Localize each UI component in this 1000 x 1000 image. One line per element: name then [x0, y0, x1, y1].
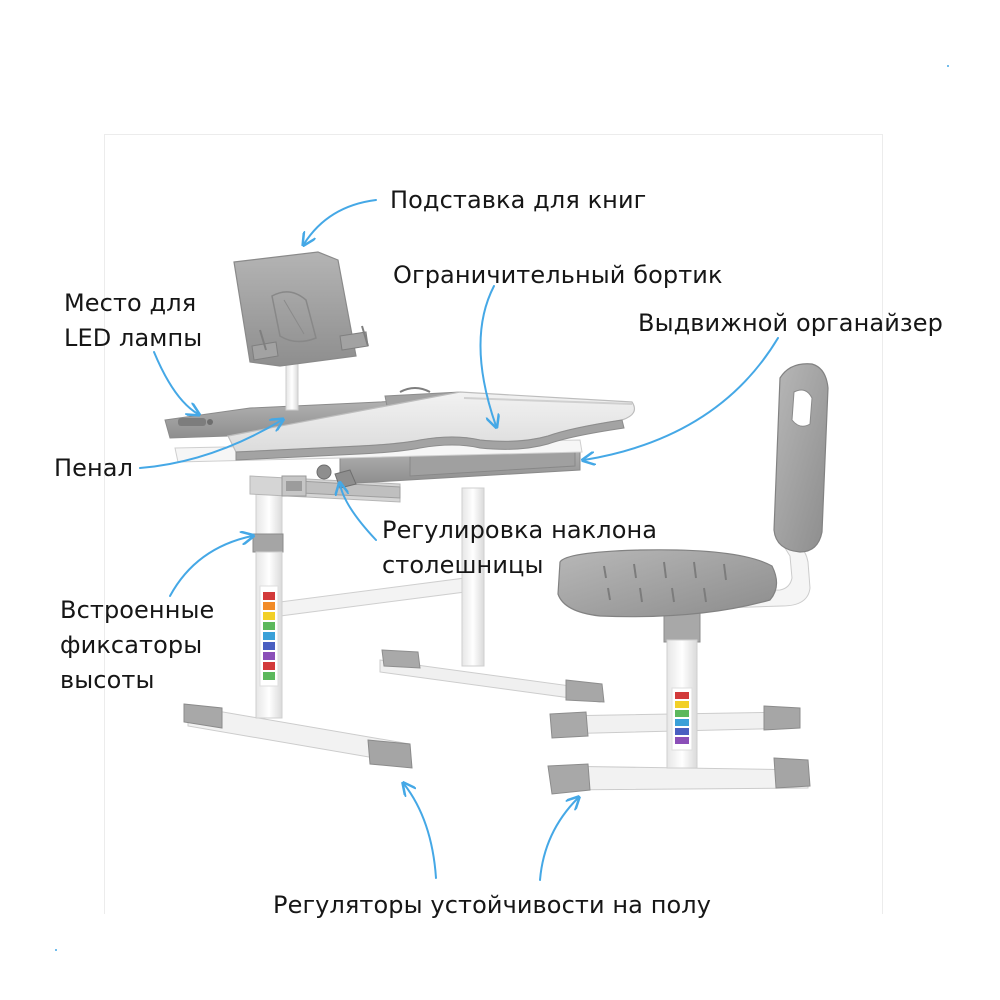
desk-right-foot: [379, 649, 605, 703]
decor-dot-bottom: [55, 949, 57, 951]
label-floor-levelers: Регуляторы устойчивости на полу: [273, 891, 712, 919]
desk-right-leg: [461, 487, 485, 667]
frame-right-line: [882, 134, 883, 914]
arrow-book-stand: [304, 199, 377, 244]
label-edge-stopper: Ограничительный бортик: [393, 261, 723, 289]
arrow-organizer: [584, 337, 779, 460]
label-tilt-adjust: Регулировка наклона столешницы: [382, 516, 658, 579]
arrow-led-lamp: [153, 351, 198, 414]
arrow-floor-left: [404, 784, 437, 879]
chair: [547, 363, 829, 795]
frame-left-line: [104, 134, 105, 914]
arrow-floor-right: [539, 798, 578, 881]
arrow-tilt-adjust: [340, 484, 377, 541]
label-height-locks: Встроенные фиксаторы высоты: [60, 596, 215, 694]
arrow-pencil-case: [139, 420, 282, 469]
height-scale-sticker: [259, 585, 279, 687]
arrow-edge-stopper: [479, 285, 496, 426]
label-book-stand: Подставка для книг: [390, 186, 647, 214]
frame-top-line: [104, 134, 882, 135]
desk-left-foot: [183, 703, 413, 769]
label-organizer: Выдвижной органайзер: [638, 309, 943, 337]
decor-dot-top: [947, 65, 949, 67]
book-stand: [233, 251, 369, 411]
callout-arrows: [139, 199, 779, 881]
desk: [164, 387, 635, 769]
arrow-height-locks: [169, 536, 252, 597]
desk-tabletop: [227, 391, 635, 461]
label-led-lamp: Место для LED лампы: [64, 289, 203, 352]
label-pencil-case: Пенал: [54, 454, 134, 482]
